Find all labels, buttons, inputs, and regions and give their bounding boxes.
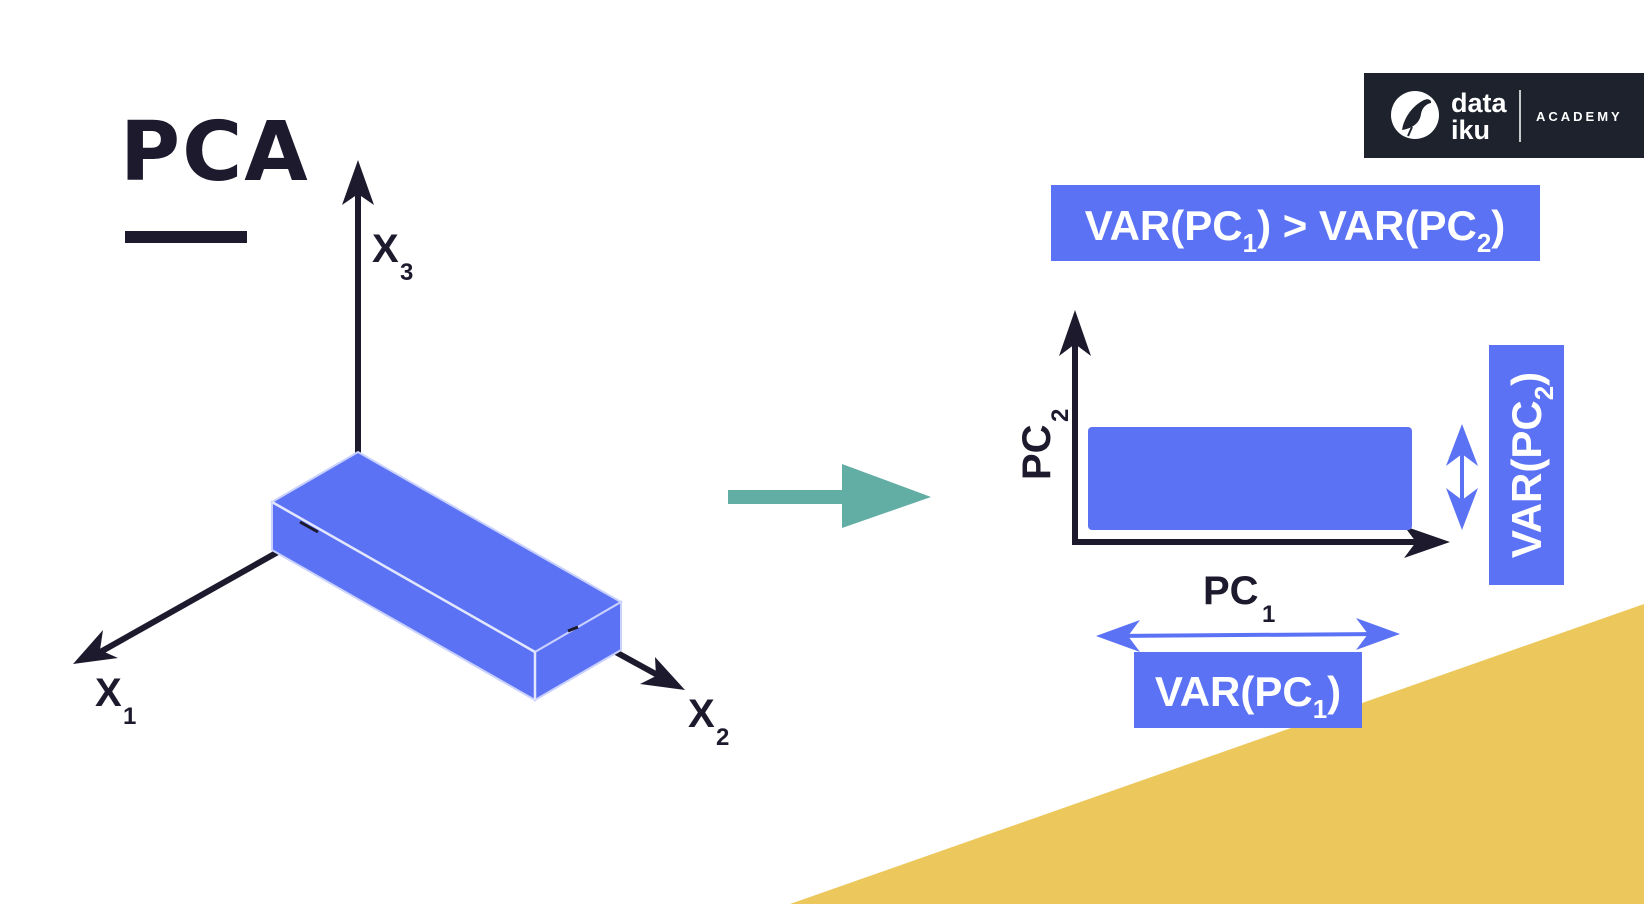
svg-text:X: X bbox=[95, 671, 122, 715]
bird-icon bbox=[1391, 91, 1439, 139]
page-title: PCA bbox=[120, 105, 310, 200]
svg-text:1: 1 bbox=[123, 703, 136, 730]
var-pc1-box: VAR(PC1) bbox=[1134, 652, 1362, 728]
label-pc2: PC 2 bbox=[1015, 409, 1074, 480]
svg-text:VAR(PC1): VAR(PC1) bbox=[1155, 668, 1341, 724]
label-x3: X 3 bbox=[372, 227, 413, 286]
svg-text:1: 1 bbox=[1262, 601, 1275, 628]
label-x2: X 2 bbox=[688, 692, 729, 751]
axis-pc2 bbox=[1059, 310, 1091, 542]
svg-text:iku: iku bbox=[1451, 115, 1490, 145]
svg-text:2: 2 bbox=[1047, 409, 1074, 422]
svg-text:X: X bbox=[372, 227, 399, 271]
variance-comparison-banner: VAR(PC1) > VAR(PC2) bbox=[1051, 185, 1540, 261]
pc1-variance-double-arrow bbox=[1096, 618, 1400, 652]
title-underline bbox=[125, 231, 247, 243]
svg-text:X: X bbox=[688, 692, 715, 736]
var-pc2-box: VAR(PC2) bbox=[1489, 345, 1564, 585]
gold-background-shape bbox=[790, 604, 1644, 904]
svg-text:VAR(PC1) > VAR(PC2): VAR(PC1) > VAR(PC2) bbox=[1085, 202, 1506, 258]
pc2-variance-double-arrow bbox=[1446, 424, 1478, 530]
axis-x1 bbox=[73, 545, 287, 664]
axis-x3 bbox=[342, 160, 374, 455]
data-box-3d bbox=[269, 450, 624, 702]
svg-text:VAR(PC2): VAR(PC2) bbox=[1503, 372, 1559, 558]
axis-pc1 bbox=[1072, 526, 1450, 558]
svg-text:PC: PC bbox=[1015, 424, 1059, 480]
label-pc1: PC 1 bbox=[1203, 569, 1275, 628]
transform-arrow bbox=[728, 464, 931, 528]
svg-text:data: data bbox=[1451, 88, 1508, 118]
svg-text:3: 3 bbox=[400, 259, 413, 286]
projected-data-rect bbox=[1088, 427, 1412, 530]
svg-text:2: 2 bbox=[716, 724, 729, 751]
axis-x2 bbox=[610, 647, 685, 690]
dataiku-academy-logo: data iku ACADEMY bbox=[1364, 73, 1644, 158]
svg-text:ACADEMY: ACADEMY bbox=[1536, 109, 1623, 124]
svg-text:PC: PC bbox=[1203, 569, 1259, 613]
label-x1: X 1 bbox=[95, 671, 136, 730]
